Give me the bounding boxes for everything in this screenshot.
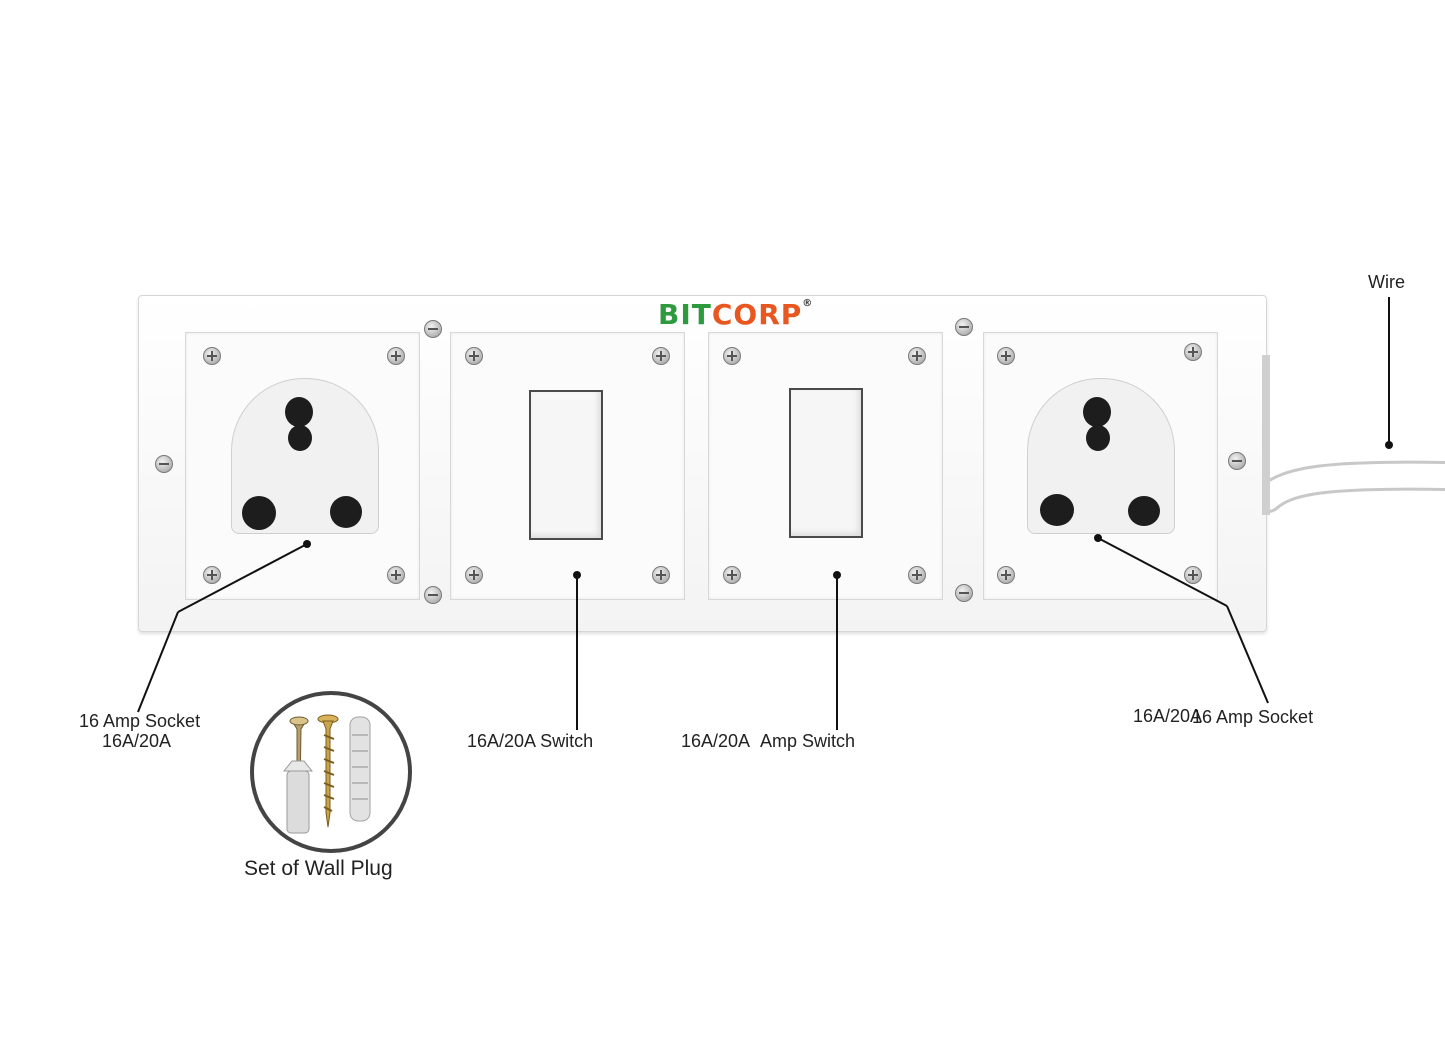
screw-icon bbox=[652, 566, 670, 584]
screw-icon bbox=[424, 320, 442, 338]
label-right-socket-a: 16A/20A bbox=[1133, 706, 1203, 726]
callout-dot bbox=[1385, 441, 1393, 449]
screw-icon bbox=[997, 566, 1015, 584]
screw-icon bbox=[955, 584, 973, 602]
socket-hole bbox=[288, 425, 312, 451]
callout-dot bbox=[1094, 534, 1102, 542]
screw-icon bbox=[465, 566, 483, 584]
label-left-socket-2: 16A/20A bbox=[102, 731, 172, 751]
label-switch-left: 16A/20A Switch bbox=[467, 731, 594, 751]
screw-icon bbox=[908, 566, 926, 584]
brand-logo-orange: CORP bbox=[711, 298, 803, 331]
screw-icon bbox=[723, 566, 741, 584]
screw-icon bbox=[424, 586, 442, 604]
screw-icon bbox=[652, 347, 670, 365]
screw-icon bbox=[1228, 452, 1246, 470]
switch-icon bbox=[789, 388, 863, 538]
screw-icon bbox=[387, 347, 405, 365]
screw-icon bbox=[955, 318, 973, 336]
label-left-socket-1: 16 Amp Socket bbox=[79, 711, 201, 731]
socket-hole bbox=[285, 397, 313, 427]
switch-icon bbox=[529, 390, 603, 540]
label-switch-right-b: Amp Switch bbox=[760, 731, 856, 751]
screw-icon bbox=[723, 347, 741, 365]
screw-icon bbox=[908, 347, 926, 365]
screw-icon bbox=[155, 455, 173, 473]
screw-icon bbox=[465, 347, 483, 365]
socket-hole bbox=[330, 496, 362, 528]
callout-dot bbox=[303, 540, 311, 548]
brand-logo-green: BIT bbox=[658, 298, 712, 331]
screw-icon bbox=[203, 347, 221, 365]
socket-hole bbox=[1083, 397, 1111, 427]
label-switch-right-a: 16A/20A bbox=[681, 731, 751, 751]
wire-cable bbox=[1268, 460, 1445, 513]
screw-icon bbox=[387, 566, 405, 584]
label-wire: Wire bbox=[1368, 272, 1405, 292]
board-side-edge bbox=[1262, 355, 1270, 515]
socket-hole bbox=[1040, 494, 1074, 526]
callout-dot bbox=[573, 571, 581, 579]
screw-icon bbox=[203, 566, 221, 584]
screw-icon bbox=[1184, 343, 1202, 361]
callout-dot bbox=[833, 571, 841, 579]
socket-hole bbox=[1128, 496, 1160, 526]
label-wall-plug: Set of Wall Plug bbox=[244, 857, 393, 880]
wall-plug-icon bbox=[250, 691, 412, 853]
socket-hole bbox=[242, 496, 276, 530]
screw-icon bbox=[997, 347, 1015, 365]
label-right-socket-b: 16 Amp Socket bbox=[1192, 707, 1314, 727]
socket-hole bbox=[1086, 425, 1110, 451]
brand-logo: BITCORP® bbox=[658, 298, 813, 331]
brand-registered: ® bbox=[802, 298, 814, 309]
screw-icon bbox=[1184, 566, 1202, 584]
